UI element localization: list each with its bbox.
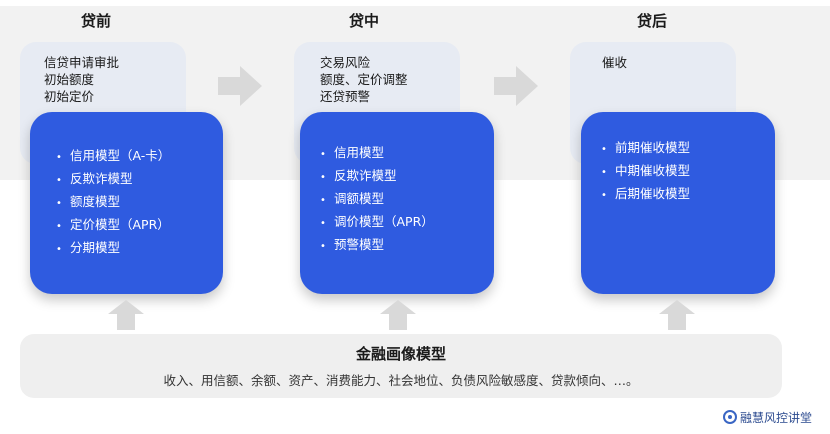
process-item: 信贷申请审批 [44, 55, 120, 70]
process-item: 还贷预警 [320, 89, 371, 104]
process-item: 初始额度 [44, 72, 95, 87]
brand-logo: 融慧风控讲堂 [722, 408, 812, 426]
financial-profile-box: 金融画像模型 收入、用信额、余额、资产、消费能力、社会地位、负债风险敏感度、贷款… [20, 334, 782, 398]
model-item: •调额模型 [320, 191, 385, 206]
pre-loan-process-list: 信贷申请审批 初始额度 初始定价 [44, 54, 119, 105]
financial-profile-description: 收入、用信额、余额、资产、消费能力、社会地位、负债风险敏感度、贷款倾向、…。 [163, 373, 639, 388]
model-item: •信用模型（A-卡） [56, 148, 171, 163]
process-item: 催收 [602, 55, 628, 70]
pre-loan-model-list: •信用模型（A-卡） •反欺诈模型 •额度模型 •定价模型（APR） •分期模型 [56, 144, 170, 259]
post-loan-process-list: 催收 [602, 54, 627, 71]
arrow-right-icon [218, 66, 262, 106]
arrow-up-icon [659, 300, 695, 330]
stage-title-in-loan: 贷中 [348, 12, 379, 30]
model-item: •定价模型（APR） [56, 217, 170, 232]
model-item: •中期催收模型 [601, 163, 691, 178]
stage-title-pre-loan: 贷前 [80, 12, 111, 30]
pre-loan-models-card: •信用模型（A-卡） •反欺诈模型 •额度模型 •定价模型（APR） •分期模型 [30, 112, 223, 294]
process-item: 初始定价 [44, 89, 95, 104]
model-item: •前期催收模型 [601, 140, 691, 155]
brand-logo-icon [722, 410, 737, 424]
stage-title-post-loan: 贷后 [636, 12, 667, 30]
model-item: •反欺诈模型 [320, 168, 397, 183]
model-item: •后期催收模型 [601, 186, 691, 201]
in-loan-process-list: 交易风险 额度、定价调整 还贷预警 [320, 54, 408, 105]
arrow-right-icon [494, 66, 538, 106]
post-loan-model-list: •前期催收模型 •中期催收模型 •后期催收模型 [601, 136, 690, 205]
model-item: •调价模型（APR） [320, 214, 434, 229]
model-item: •分期模型 [56, 240, 121, 255]
model-item: •信用模型 [320, 145, 385, 160]
post-loan-models-card: •前期催收模型 •中期催收模型 •后期催收模型 [581, 112, 775, 294]
model-item: •反欺诈模型 [56, 171, 133, 186]
arrow-up-icon [108, 300, 144, 330]
model-item: •预警模型 [320, 237, 385, 252]
financial-profile-title: 金融画像模型 [355, 345, 446, 363]
process-item: 交易风险 [320, 55, 371, 70]
model-item: •额度模型 [56, 194, 121, 209]
process-item: 额度、定价调整 [320, 72, 408, 87]
in-loan-model-list: •信用模型 •反欺诈模型 •调额模型 •调价模型（APR） •预警模型 [320, 141, 434, 256]
brand-logo-text: 融慧风控讲堂 [739, 410, 812, 425]
in-loan-models-card: •信用模型 •反欺诈模型 •调额模型 •调价模型（APR） •预警模型 [300, 112, 494, 294]
arrow-up-icon [380, 300, 416, 330]
